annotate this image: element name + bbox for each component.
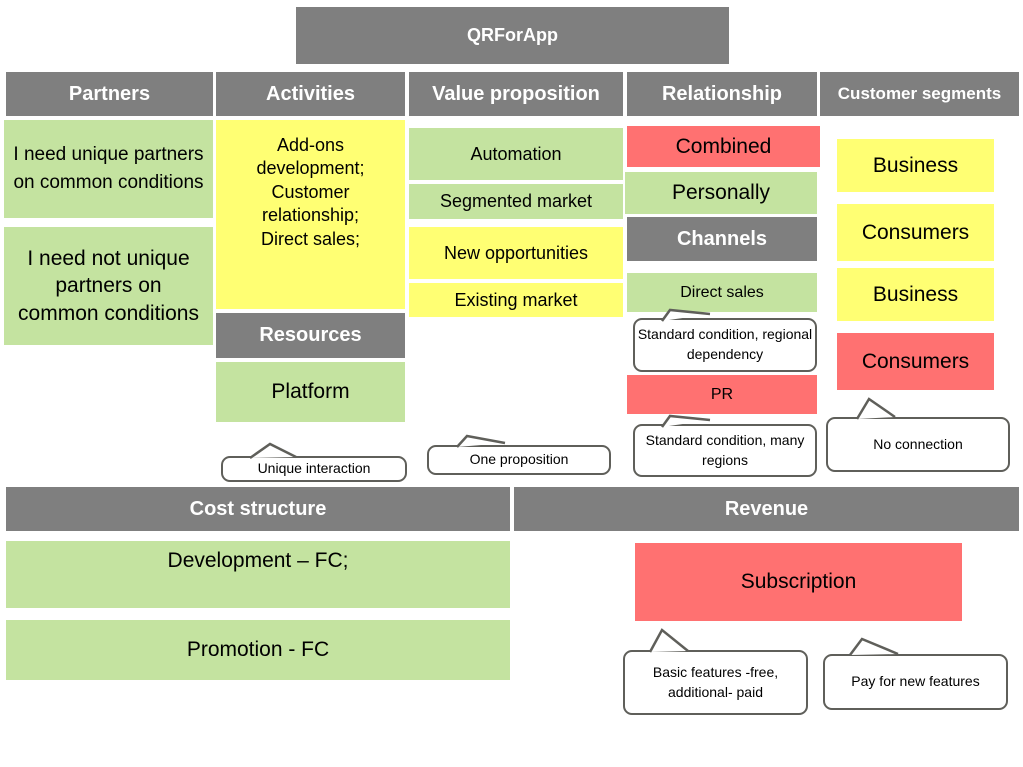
header-partners: Partners [6, 72, 213, 116]
channel-note-bubble: Standard condition, many regions [633, 424, 817, 477]
canvas-title: QRForApp [296, 7, 729, 64]
header-channels: Channels [627, 217, 817, 261]
callout-tail-icon [855, 397, 896, 420]
value-proposition-note-bubble: One proposition [427, 445, 611, 475]
partner-card: I need not unique partners on common con… [4, 227, 213, 345]
value-proposition-card: Automation [409, 128, 623, 180]
channel-note-bubble: Standard condition, regional dependency [633, 318, 817, 372]
callout-tail-icon [249, 442, 297, 460]
callout-tail-icon [660, 414, 711, 428]
header-cost-structure: Cost structure [6, 487, 510, 531]
customer-segment-card: Consumers [837, 204, 994, 261]
header-value-proposition: Value proposition [409, 72, 623, 116]
value-proposition-card: New opportunities [409, 227, 623, 279]
channel-card: PR [627, 375, 817, 414]
relationship-card: Personally [625, 172, 817, 214]
cost-card: Promotion - FC [6, 620, 510, 680]
header-customer-segments: Customer segments [820, 72, 1019, 116]
value-proposition-card: Existing market [409, 283, 623, 317]
relationship-card: Combined [627, 126, 820, 167]
partner-card: I need unique partners on common conditi… [4, 120, 213, 218]
header-resources: Resources [216, 313, 405, 358]
value-proposition-card: Segmented market [409, 184, 623, 219]
customer-segment-card: Business [837, 268, 994, 321]
customer-segment-card: Consumers [837, 333, 994, 390]
revenue-note-bubble: Basic features -free, additional- paid [623, 650, 808, 715]
header-revenue: Revenue [514, 487, 1019, 531]
resource-card: Platform [216, 362, 405, 422]
revenue-card: Subscription [635, 543, 962, 621]
customer-segment-card: Business [837, 139, 994, 192]
header-relationship: Relationship [627, 72, 817, 116]
resource-note-bubble: Unique interaction [221, 456, 407, 482]
callout-tail-icon [648, 628, 689, 653]
revenue-note-bubble: Pay for new features [823, 654, 1008, 710]
activities-card: Add-ons development; Customer relationsh… [216, 120, 405, 309]
cost-card: Development – FC; [6, 541, 510, 608]
callout-tail-icon [849, 637, 899, 656]
callout-tail-icon [456, 434, 506, 448]
callout-tail-icon [660, 308, 711, 322]
channel-card: Direct sales [627, 273, 817, 312]
customer-segment-note-bubble: No connection [826, 417, 1010, 472]
header-activities: Activities [216, 72, 405, 116]
